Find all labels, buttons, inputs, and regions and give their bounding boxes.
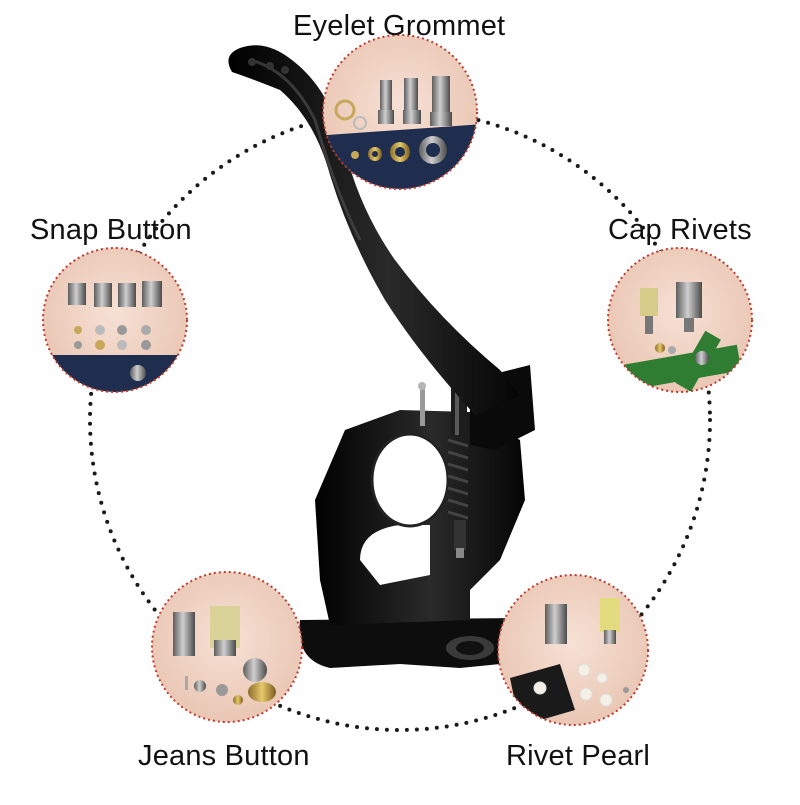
label-cap-rivets: Cap Rivets [608, 214, 752, 246]
jeans-button-photo [151, 571, 303, 723]
label-eyelet-grommet: Eyelet Grommet [293, 10, 506, 42]
label-jeans-button: Jeans Button [138, 740, 310, 772]
snap-button-photo [42, 247, 188, 393]
rivet-pearl-photo [497, 574, 649, 726]
label-snap-button: Snap Button [30, 214, 192, 246]
hand-press-machine [228, 45, 535, 668]
cap-rivets-photo [607, 247, 753, 393]
label-rivet-pearl: Rivet Pearl [506, 740, 651, 772]
